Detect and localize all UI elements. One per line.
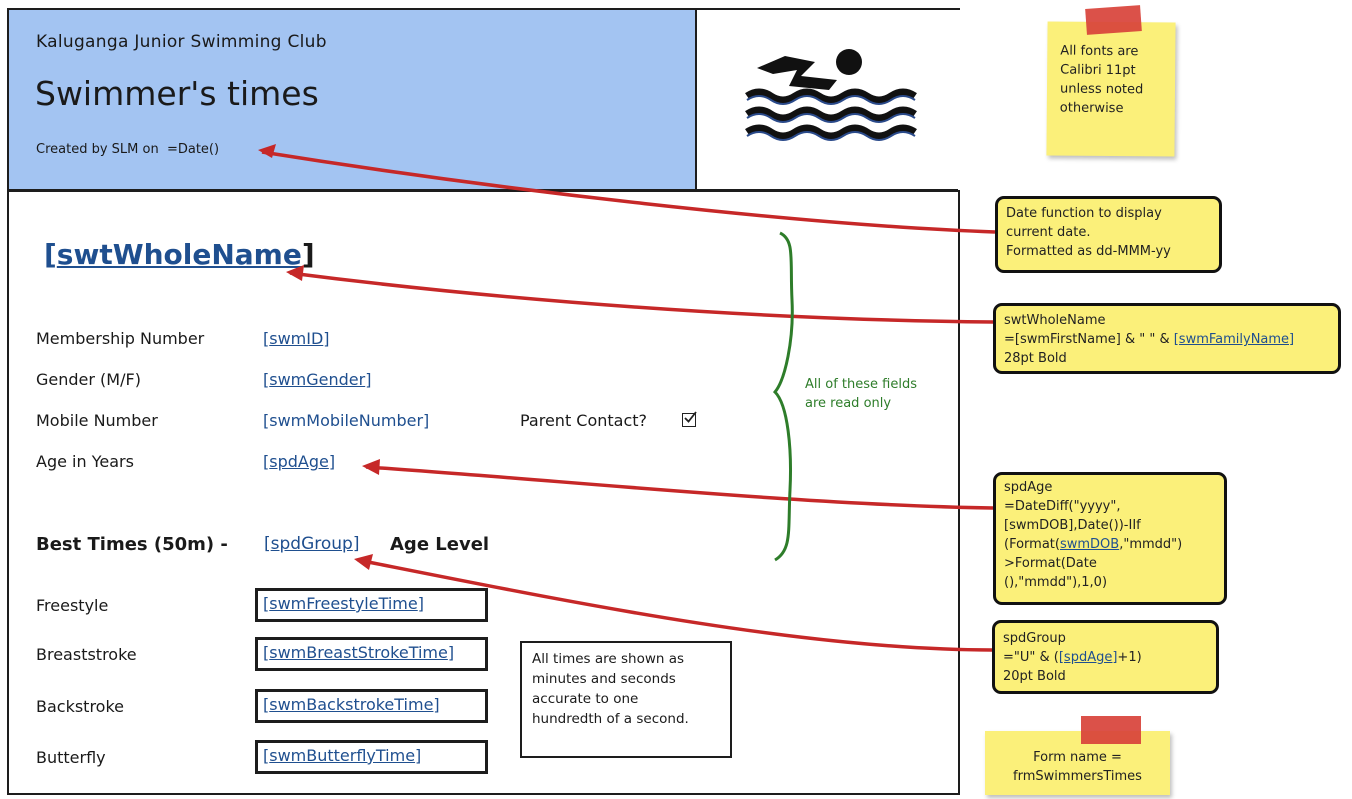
fonts-sticky-note: All fonts are Calibri 11pt unless noted … — [1046, 21, 1176, 157]
swimmer-icon — [745, 49, 917, 141]
breaststroke-time-field: [swmBreastStrokeTime] — [255, 637, 488, 671]
callout-line: >Format(Date — [1004, 556, 1097, 571]
header-divider — [9, 189, 958, 192]
note-line: accurate to one — [532, 691, 639, 707]
callout-line: spdAge — [1004, 480, 1053, 495]
note-line: frmSwimmersTimes — [1013, 769, 1142, 784]
created-date-field: =Date() — [166, 142, 220, 157]
butterfly-label: Butterfly — [36, 748, 106, 767]
callout-line: ="U" & ([spdAge]+1) — [1003, 650, 1142, 665]
freestyle-time-field: [swmFreestyleTime] — [255, 588, 488, 622]
note-line: are read only — [805, 396, 892, 411]
club-name: Kaluganga Junior Swimming Club — [36, 32, 327, 52]
callout-line: =DateDiff("yyyy", — [1004, 499, 1121, 514]
whole-name-callout: swtWholeName =[swmFirstName] & " " & [sw… — [993, 303, 1341, 374]
age-label: Age in Years — [36, 452, 134, 471]
butterfly-time-field: [swmButterflyTime] — [255, 740, 488, 774]
callout-line: 28pt Bold — [1004, 351, 1067, 366]
form-name-sticky-note: Form name = frmSwimmersTimes — [985, 731, 1170, 795]
membership-number-label: Membership Number — [36, 329, 205, 348]
bracket-open: [ — [44, 238, 57, 271]
times-format-note: All times are shown as minutes and secon… — [520, 641, 732, 758]
created-label: Created by SLM on — [36, 142, 159, 157]
group-field: [spdGroup] — [264, 534, 360, 554]
date-callout: Date function to display current date. F… — [995, 196, 1222, 273]
breaststroke-label: Breaststroke — [36, 645, 137, 664]
callout-line: swtWholeName — [1004, 313, 1106, 328]
note-line: otherwise — [1059, 100, 1124, 117]
age-level-label: Age Level — [390, 534, 490, 555]
callout-line: [swmDOB],Date())-IIf — [1004, 518, 1141, 533]
note-line: hundredth of a second. — [532, 711, 689, 727]
note-line: All fonts are — [1060, 43, 1139, 60]
freestyle-label: Freestyle — [36, 596, 109, 615]
callout-line: current date. — [1006, 225, 1091, 240]
gender-label: Gender (M/F) — [36, 370, 141, 389]
age-callout: spdAge =DateDiff("yyyy", [swmDOB],Date()… — [993, 472, 1227, 605]
group-callout: spdGroup ="U" & ([spdAge]+1) 20pt Bold — [992, 620, 1219, 694]
mobile-number-label: Mobile Number — [36, 411, 158, 430]
whole-name-text: swtWholeName — [56, 238, 302, 271]
parent-contact-checkbox[interactable] — [682, 411, 697, 427]
note-line: minutes and seconds — [532, 671, 676, 687]
gender-field: [swmGender] — [263, 370, 372, 389]
sticky-tape — [1085, 5, 1142, 35]
callout-line: (Format(swmDOB,"mmdd") — [1004, 537, 1183, 552]
whole-name-field: [swtWholeName] — [44, 238, 315, 271]
best-times-prefix: Best Times (50m) - — [36, 534, 228, 555]
read-only-note: All of these fields are read only — [805, 375, 917, 413]
note-line: All times are shown as — [532, 651, 685, 667]
sticky-tape — [1081, 716, 1141, 744]
callout-line: Formatted as dd-MMM-yy — [1006, 244, 1171, 259]
header-image-area — [695, 10, 960, 190]
callout-line: 20pt Bold — [1003, 669, 1066, 684]
checkmark-icon — [684, 411, 697, 423]
backstroke-label: Backstroke — [36, 697, 125, 716]
backstroke-time-field: [swmBackstrokeTime] — [255, 689, 488, 723]
membership-number-field: [swmID] — [263, 329, 330, 348]
age-field: [spdAge] — [263, 452, 336, 471]
form-title: Swimmer's times — [35, 74, 319, 113]
note-line: All of these fields — [805, 377, 917, 392]
callout-line: Date function to display — [1006, 206, 1162, 221]
note-line: Calibri 11pt — [1060, 62, 1136, 79]
created-line: Created by SLM on =Date() — [36, 142, 219, 157]
callout-line: =[swmFirstName] & " " & [swmFamilyName] — [1004, 332, 1295, 347]
mobile-number-field: [swmMobileNumber] — [263, 411, 430, 430]
bracket-close: ] — [301, 238, 315, 271]
callout-line: spdGroup — [1003, 631, 1066, 646]
callout-line: (),"mmdd"),1,0) — [1004, 575, 1108, 590]
parent-contact-label: Parent Contact? — [520, 411, 648, 430]
note-line: Form name = — [1033, 750, 1122, 765]
note-line: unless noted — [1059, 81, 1144, 98]
